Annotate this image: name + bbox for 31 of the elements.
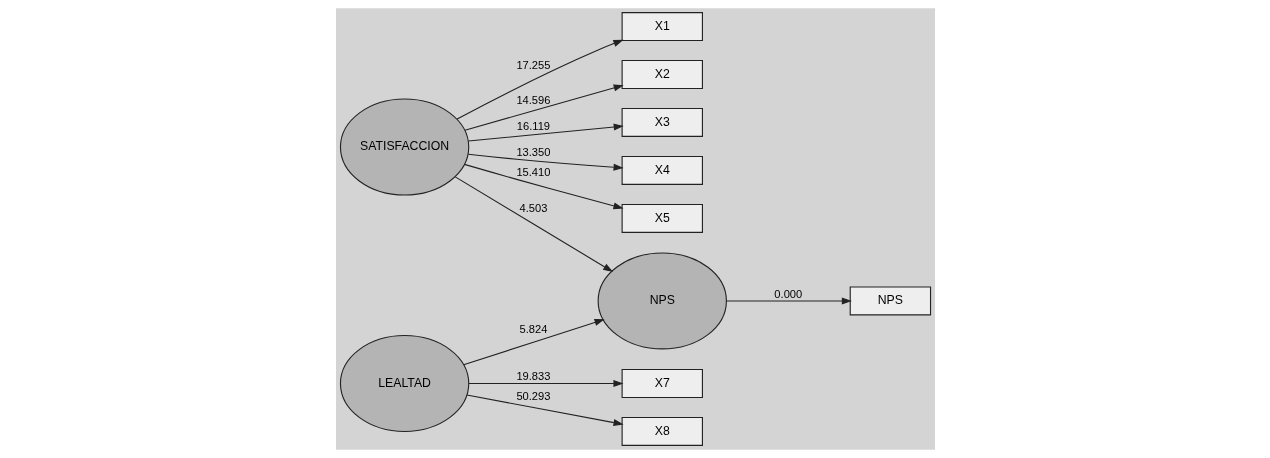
arrow (463, 163, 623, 210)
edge-label: 14.596 (515, 93, 550, 106)
edge-label: 15.410 (515, 166, 550, 179)
edge-label: 5.824 (518, 323, 547, 336)
arrow (456, 39, 623, 120)
node-box: X7 (621, 369, 703, 398)
node-box: X5 (621, 203, 703, 233)
edge-label: 17.255 (515, 58, 550, 71)
node-box: X8 (621, 416, 703, 446)
arrow (467, 379, 623, 387)
edge-label: 16.119 (516, 120, 550, 133)
node-box: X4 (621, 155, 703, 185)
arrow (467, 153, 624, 171)
arrow (463, 84, 624, 131)
node-box: X3 (621, 107, 703, 137)
edge-label: 0.000 (773, 287, 802, 300)
edge-label: 13.350 (515, 145, 550, 158)
edge-label: 50.293 (515, 390, 550, 403)
node-box: X1 (621, 12, 703, 42)
node-ellipse: LEALTAD (339, 334, 469, 432)
arrow (462, 318, 605, 366)
arrow (465, 394, 624, 426)
edge-label: 19.833 (515, 370, 550, 383)
node-ellipse: SATISFACCION (339, 98, 469, 196)
edge-label: 4.503 (518, 201, 547, 214)
node-box: X2 (621, 60, 703, 89)
node-ellipse: NPS (597, 252, 727, 350)
arrow (454, 176, 613, 273)
node-box: NPS (849, 286, 931, 316)
arrow (725, 297, 852, 305)
arrow (467, 123, 624, 142)
